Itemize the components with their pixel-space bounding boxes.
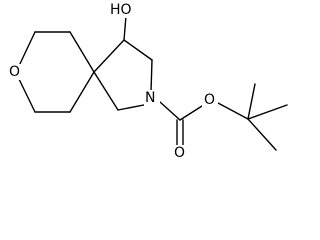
bond-tbu-methyl-top <box>247 83 256 120</box>
ring-nitrogen-label: N <box>145 90 155 106</box>
bond-ester-oxygen-quaternary-c <box>217 102 249 120</box>
hydroxyl-label-bg <box>110 2 138 18</box>
bond-ch2-bottom-spiro-c <box>93 71 119 111</box>
bond-choh-ch2 <box>123 39 153 61</box>
hydroxyl-label: HO <box>110 2 132 18</box>
bond-layer <box>17 15 288 151</box>
bond-choh-hydroxyl <box>123 15 127 41</box>
carbonyl-oxygen-label-bg <box>172 145 188 161</box>
bond-tbu-methyl-bottom <box>247 118 277 151</box>
ester-oxygen-label: O <box>204 92 215 108</box>
bond-ring-ch2-bottom-spiro-c <box>69 71 95 113</box>
bond-ch2-nitrogen <box>150 59 153 93</box>
bond-spiro-c-ring-ch2-top <box>69 31 95 73</box>
ring-oxygen-label: O <box>9 64 20 80</box>
carbonyl-oxygen-label: O <box>174 145 185 161</box>
ring-oxygen-label-bg <box>7 64 23 80</box>
bond-tbu-methyl-right <box>247 104 288 120</box>
bond-nitrogen-ch2-bottom <box>117 103 150 111</box>
bond-spiro-c-choh <box>93 39 125 73</box>
ring-nitrogen-label-bg <box>144 90 160 106</box>
bond-nitrogen-carbonyl-c <box>159 101 181 121</box>
ester-oxygen-label-bg <box>202 92 218 108</box>
chemical-structure-diagram: HO O N O O <box>7 2 288 161</box>
bond-ch2-upper-ring-oxygen <box>17 31 36 69</box>
bond-carbonyl-c-ester-oxygen <box>179 105 203 121</box>
atom-label-layer: HO O N O O <box>7 2 218 161</box>
bond-ring-oxygen-ch2-lower <box>17 76 36 113</box>
